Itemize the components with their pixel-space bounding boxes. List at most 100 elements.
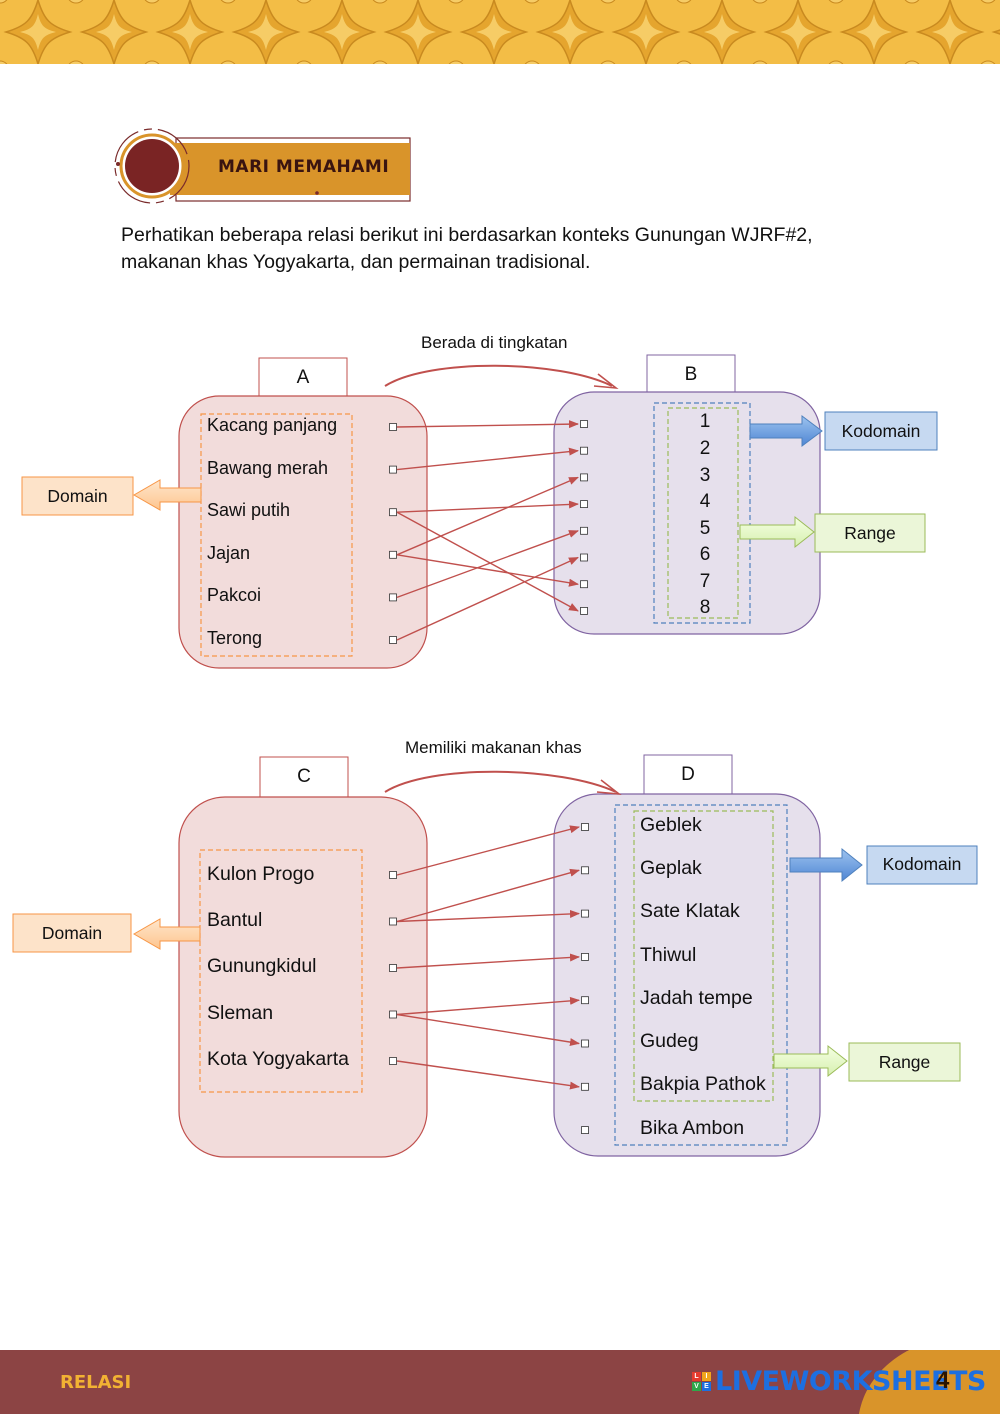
domain-point xyxy=(389,1010,397,1019)
kodomain-tag-box xyxy=(866,845,978,885)
codomain-point xyxy=(581,909,589,918)
domain-point xyxy=(389,871,397,879)
domain-tag: Domain xyxy=(41,923,103,943)
logo-letter: V xyxy=(692,1381,701,1391)
codomain-item: 1 xyxy=(699,411,711,432)
codomain-point xyxy=(580,526,588,535)
codomain-item: Gudeg xyxy=(640,1030,699,1052)
mapping-arrow xyxy=(396,1013,580,1047)
kodomain-tag: Kodomain xyxy=(882,854,962,874)
intro-line-2: makanan khas Yogyakarta, dan permainan t… xyxy=(121,251,591,273)
domain-point xyxy=(389,1057,397,1065)
domain-point xyxy=(389,508,397,517)
codomain-item: Sate Klatak xyxy=(640,900,740,922)
mapping-arrow xyxy=(396,996,580,1016)
mapping-arrow xyxy=(396,909,580,923)
set-c-label: C xyxy=(297,766,311,787)
liveworksheets-icon: L I V E xyxy=(692,1371,711,1391)
domain-item: Sleman xyxy=(207,1002,274,1024)
relation-curve-arrow xyxy=(384,770,617,793)
arrow-diagram-cd-canvas xyxy=(12,754,978,1158)
codomain-item: 8 xyxy=(699,597,711,618)
set-a-label: A xyxy=(296,367,310,388)
domain-item: Gunungkidul xyxy=(207,955,317,977)
mapping-arrow xyxy=(396,511,579,612)
codomain-point xyxy=(581,1039,589,1048)
mapping-arrow xyxy=(396,1060,580,1090)
domain-item: Pakcoi xyxy=(207,585,262,605)
domain-item: Kota Yogyakarta xyxy=(207,1048,350,1070)
codomain-item: 2 xyxy=(699,438,711,459)
codomain-point xyxy=(580,446,588,455)
codomain-item: Jadah tempe xyxy=(640,987,753,1009)
domain-point xyxy=(389,550,397,559)
mapping-arrow xyxy=(396,500,579,513)
set-d-label: D xyxy=(681,764,695,785)
domain-item: Terong xyxy=(207,628,263,648)
footer-title: RELASI xyxy=(60,1372,132,1393)
set-d-label-box xyxy=(643,754,733,796)
codomain-item: Bakpia Pathok xyxy=(640,1073,766,1095)
intro-paragraph: Perhatikan beberapa relasi berikut ini b… xyxy=(121,222,881,276)
mapping-arrow xyxy=(396,554,579,587)
range-block-arrow xyxy=(773,1044,848,1078)
codomain-item: Geblek xyxy=(640,814,702,836)
range-tag-box xyxy=(814,513,926,553)
domain-item: Kulon Progo xyxy=(207,863,315,885)
codomain-point xyxy=(581,996,589,1005)
top-ornament-band xyxy=(0,0,1000,64)
liveworksheets-wordmark: LIVEWORKSHEETS xyxy=(715,1365,986,1397)
kodomain-block-arrow xyxy=(789,847,863,883)
mapping-arrow xyxy=(396,447,579,471)
domain-tag-box xyxy=(12,913,132,953)
domain-block-arrow xyxy=(132,479,202,511)
liveworksheets-logo[interactable]: L I V E LIVEWORKSHEETS xyxy=(692,1364,986,1398)
codomain-point xyxy=(580,553,588,562)
relation-label: Memiliki makanan khas xyxy=(405,738,582,757)
domain-point xyxy=(389,593,397,602)
mapping-arrow xyxy=(396,556,579,641)
codomain-item: Thiwul xyxy=(640,944,697,966)
domain-item: Bawang merah xyxy=(207,458,329,478)
page-footer: RELASI L I V E LIVEWORKSHEETS 4 xyxy=(0,1350,1000,1414)
set-d-oval xyxy=(553,793,821,1157)
codomain-point xyxy=(580,606,588,615)
section-badge: MARI MEMAHAMI xyxy=(112,126,416,206)
intro-line-1: Perhatikan beberapa relasi berikut ini b… xyxy=(121,224,813,246)
domain-point xyxy=(389,917,397,926)
domain-frame xyxy=(199,849,363,1093)
kodomain-tag: Kodomain xyxy=(841,421,921,441)
codomain-item: 4 xyxy=(699,491,711,512)
codomain-item: 3 xyxy=(699,465,711,486)
range-tag-box xyxy=(848,1042,961,1082)
set-a-label-box xyxy=(258,357,348,397)
mapping-arrow xyxy=(396,825,580,876)
domain-tag: Domain xyxy=(47,486,108,506)
domain-point xyxy=(389,423,397,431)
domain-item: Sawi putih xyxy=(207,500,291,520)
codomain-item: 6 xyxy=(699,544,711,565)
range-tag: Range xyxy=(878,1052,931,1072)
domain-item: Kacang panjang xyxy=(207,415,338,435)
section-title: MARI MEMAHAMI xyxy=(218,157,390,177)
codomain-item: 5 xyxy=(699,518,711,539)
set-c-oval xyxy=(178,796,428,1158)
arrow-diagram-ab-canvas xyxy=(21,354,938,669)
mapping-arrow xyxy=(396,420,579,429)
codomain-frame xyxy=(653,402,751,624)
codomain-point xyxy=(580,420,588,428)
codomain-item: 7 xyxy=(699,571,711,592)
codomain-point xyxy=(580,473,588,482)
set-b-label-box xyxy=(646,354,736,394)
domain-item: Bantul xyxy=(207,909,263,931)
set-a-oval xyxy=(178,395,428,669)
mapping-arrow xyxy=(396,476,579,556)
domain-frame xyxy=(200,413,353,657)
range-tag: Range xyxy=(844,523,896,543)
logo-letter: L xyxy=(692,1371,701,1381)
codomain-item: Bika Ambon xyxy=(640,1117,745,1139)
domain-point xyxy=(389,964,397,972)
domain-block-arrow xyxy=(132,918,201,950)
domain-item: Jajan xyxy=(207,543,251,563)
logo-letter: E xyxy=(702,1381,711,1391)
